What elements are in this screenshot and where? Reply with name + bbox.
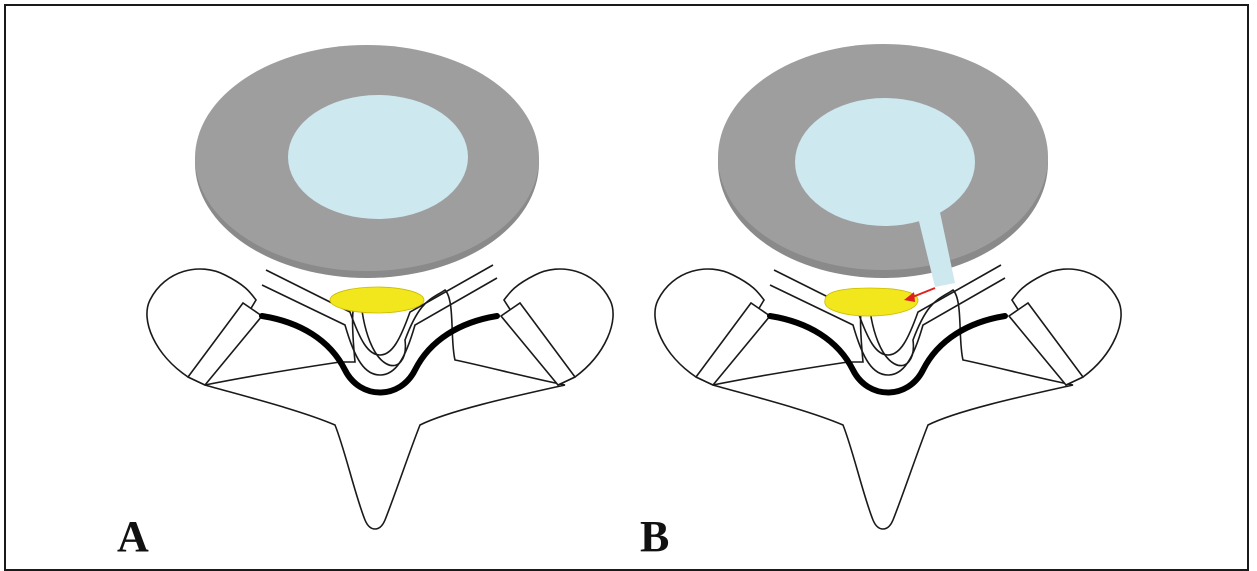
nerve-root-b (825, 288, 918, 316)
nucleus-pulposus-a (288, 95, 468, 219)
nucleus-pulposus-b (795, 98, 975, 226)
panel-label-b: B (640, 515, 669, 559)
nerve-root-a (330, 287, 424, 313)
panel-a (147, 45, 613, 529)
panel-label-a: A (117, 515, 149, 559)
panel-b (655, 44, 1121, 529)
